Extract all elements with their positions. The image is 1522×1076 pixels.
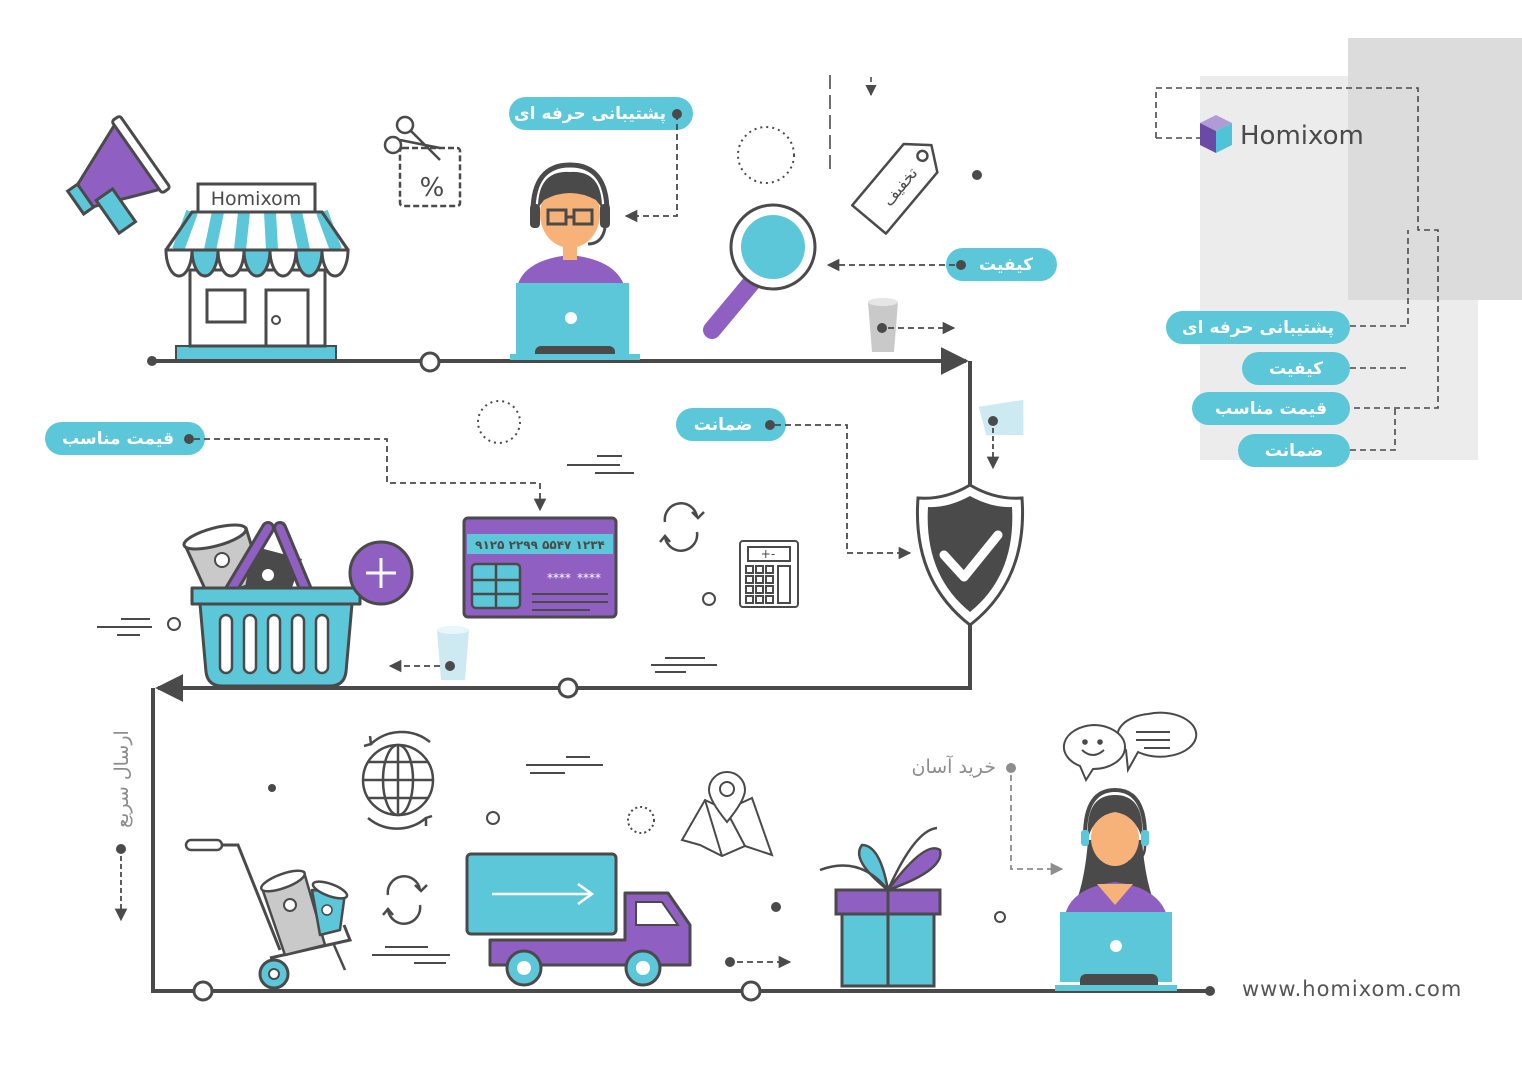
svg-text:+-: +- [761, 547, 775, 561]
card-mask-1: **** [547, 571, 571, 585]
support-label: پشتیبانی حرفه ای [509, 97, 693, 223]
gift-icon [819, 826, 942, 988]
legend-label: پشتیبانی حرفه ای [1182, 318, 1334, 338]
support-agent-figure [510, 162, 640, 360]
calculator-icon: +- [739, 540, 799, 608]
path-nodes [147, 351, 1215, 1002]
legend-item-quality: کیفیت [1242, 352, 1350, 385]
decor-ring [167, 617, 181, 631]
price-tag-icon: تخفیف [850, 142, 939, 235]
cup-icon [978, 399, 1024, 470]
megaphone-icon [65, 115, 171, 236]
fair-price-label: قیمت مناسب [45, 422, 547, 512]
fast-delivery-text: ارسال سریع [111, 730, 133, 828]
legend-label: کیفیت [1269, 359, 1323, 379]
map-pin-icon [680, 770, 774, 858]
refresh-icon [659, 502, 705, 552]
scissors-coupon-icon: % [383, 115, 462, 208]
card-number-text: ۹۱۲۵ ۲۲۹۹ ۵۵۴۷ ۱۲۳۴ [475, 538, 605, 552]
legend-item-support: پشتیبانی حرفه ای [1166, 311, 1350, 344]
decor-dot [771, 902, 781, 912]
warranty-label-text: ضمانت [694, 415, 753, 435]
decor-dot [972, 170, 982, 180]
magnifier-icon [703, 203, 817, 339]
quality-label-text: کیفیت [979, 255, 1033, 275]
delivery-truck-icon [465, 852, 692, 987]
logo-icon [1200, 115, 1232, 153]
decor-speed-lines [567, 455, 634, 474]
warranty-label: ضمانت [676, 408, 912, 560]
decor-ring [994, 911, 1006, 923]
support-label-text: پشتیبانی حرفه ای [514, 104, 666, 124]
store-sign-text: Homixom [211, 188, 302, 210]
decor-speed-lines [526, 756, 603, 774]
decor-dotted-circle [477, 400, 521, 444]
logo-text: Homixom [1240, 121, 1364, 151]
decor-arrow [1010, 775, 1064, 876]
decor-dot [725, 957, 735, 967]
quality-label: کیفیت [826, 248, 1057, 281]
legend-label: قیمت مناسب [1215, 399, 1327, 419]
brand-panel: Homixom پشتیبانی حرفه ای کیفیت قیمت مناس… [1155, 38, 1522, 467]
store-icon: Homixom [164, 182, 350, 361]
support-agent-female-figure [1055, 787, 1177, 991]
easy-purchase-text: خرید آسان [912, 754, 996, 778]
decor-dot [1006, 763, 1016, 773]
refresh-icon [382, 875, 428, 925]
credit-card-icon: ۹۱۲۵ ۲۲۹۹ ۵۵۴۷ ۱۲۳۴ **** **** [462, 516, 618, 619]
decor-dotted-circle [737, 126, 795, 184]
shield-check-icon [915, 483, 1025, 627]
chat-bubbles-icon [1062, 711, 1198, 783]
decor-ring [486, 811, 500, 825]
decor-ring [702, 592, 716, 606]
decor-dot [268, 784, 276, 792]
percent-text: % [420, 173, 445, 203]
fair-price-label-text: قیمت مناسب [62, 429, 174, 449]
decor-dotted-circle [627, 806, 655, 834]
legend-label: ضمانت [1265, 441, 1324, 461]
website-url: www.homixom.com [1242, 977, 1462, 1001]
globe-icon [361, 730, 435, 830]
legend-item-warranty: ضمانت [1238, 434, 1350, 467]
decor-speed-lines [372, 946, 450, 964]
card-mask-2: **** [577, 571, 601, 585]
basket-icon [182, 521, 414, 688]
decor-speed-lines [97, 618, 152, 636]
cup-icon [868, 298, 956, 352]
legend-item-fair-price: قیمت مناسب [1192, 392, 1350, 425]
hand-truck-icon [184, 838, 353, 990]
decor-speed-lines [651, 657, 717, 673]
cup-icon [388, 626, 469, 680]
decor-dot [116, 844, 126, 854]
